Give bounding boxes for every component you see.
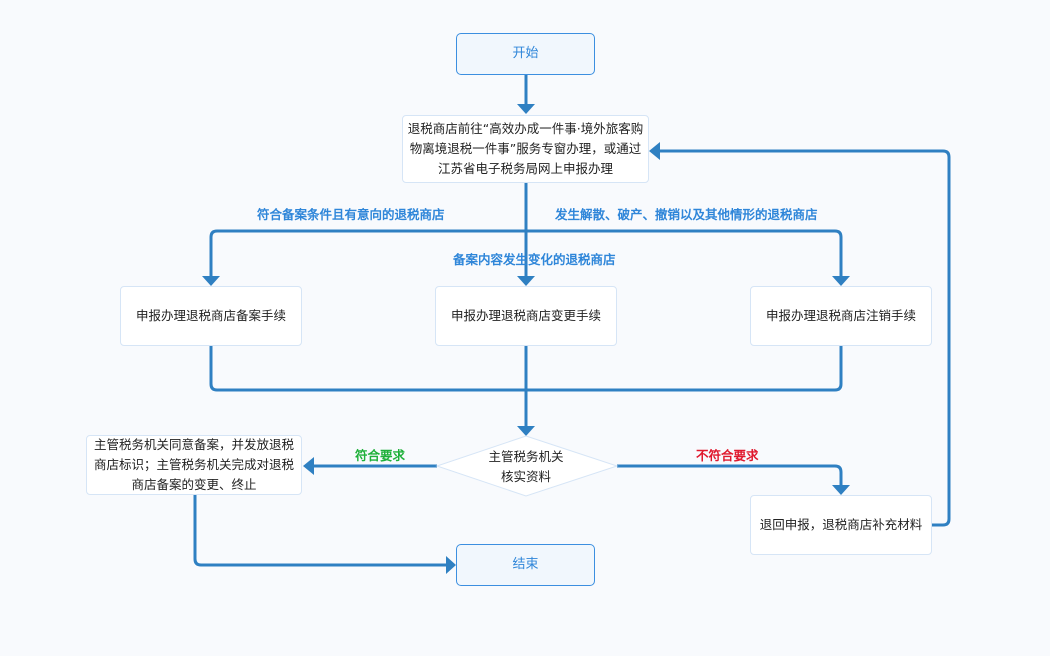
filing-label: 申报办理退税商店备案手续: [135, 308, 286, 323]
change-condition-label: 备案内容发生变化的退税商店: [453, 252, 616, 267]
end-label: 结束: [512, 557, 539, 572]
cancel-label: 申报办理退税商店注销手续: [765, 308, 916, 323]
edge-approve-to-end: [193, 495, 446, 567]
approve-label: 主管税务机关同意备案，并发放退税商店标识；主管税务机关完成对退税商店备案的变更、…: [93, 437, 294, 492]
apply-node: 退税商店前往“高效办成一件事·境外旅客购物离境退税一件事”服务专窗办理，或通过江…: [402, 115, 649, 183]
arrowhead-end: [446, 556, 456, 574]
edge-review-to-reject: [617, 464, 843, 485]
cancel-condition-label: 发生解散、破产、撤销以及其他情形的退税商店: [555, 207, 818, 222]
review-label: 主管税务机关核实资料: [488, 449, 564, 484]
fail-label: 不符合要求: [696, 448, 759, 463]
filing-node: 申报办理退税商店备案手续: [120, 286, 302, 346]
edge-reject-to-apply: [660, 149, 951, 527]
apply-label: 退税商店前往“高效办成一件事·境外旅客购物离境退税一件事”服务专窗办理，或通过江…: [407, 121, 644, 176]
change-node: 申报办理退税商店变更手续: [435, 286, 617, 346]
cancel-node: 申报办理退税商店注销手续: [750, 286, 932, 346]
arrowhead-reject: [832, 485, 850, 495]
arrowhead-review: [517, 426, 535, 436]
edge-cancel-to-review: [526, 346, 843, 392]
arrowhead-change: [517, 276, 535, 286]
arrowhead-filing: [202, 276, 220, 286]
start-node: 开始: [456, 33, 595, 75]
approve-node: 主管税务机关同意备案，并发放退税商店标识；主管税务机关完成对退税商店备案的变更、…: [86, 435, 302, 495]
filing-condition-label: 符合备案条件且有意向的退税商店: [257, 207, 445, 222]
arrowhead-cancel: [832, 276, 850, 286]
review-diamond: [435, 435, 619, 497]
reject-node: 退回申报，退税商店补充材料: [750, 495, 932, 555]
end-node: 结束: [456, 544, 595, 586]
start-label: 开始: [512, 46, 539, 61]
edge-apply-to-filing: [209, 229, 526, 276]
arrowhead-apply: [517, 104, 535, 114]
pass-label: 符合要求: [355, 448, 406, 463]
reject-label: 退回申报，退税商店补充材料: [759, 517, 923, 532]
change-label: 申报办理退税商店变更手续: [450, 308, 601, 323]
arrowhead-loop: [649, 142, 660, 160]
arrowhead-approve: [303, 457, 314, 475]
edge-apply-to-cancel: [526, 229, 843, 276]
edge-filing-to-review: [209, 346, 526, 392]
